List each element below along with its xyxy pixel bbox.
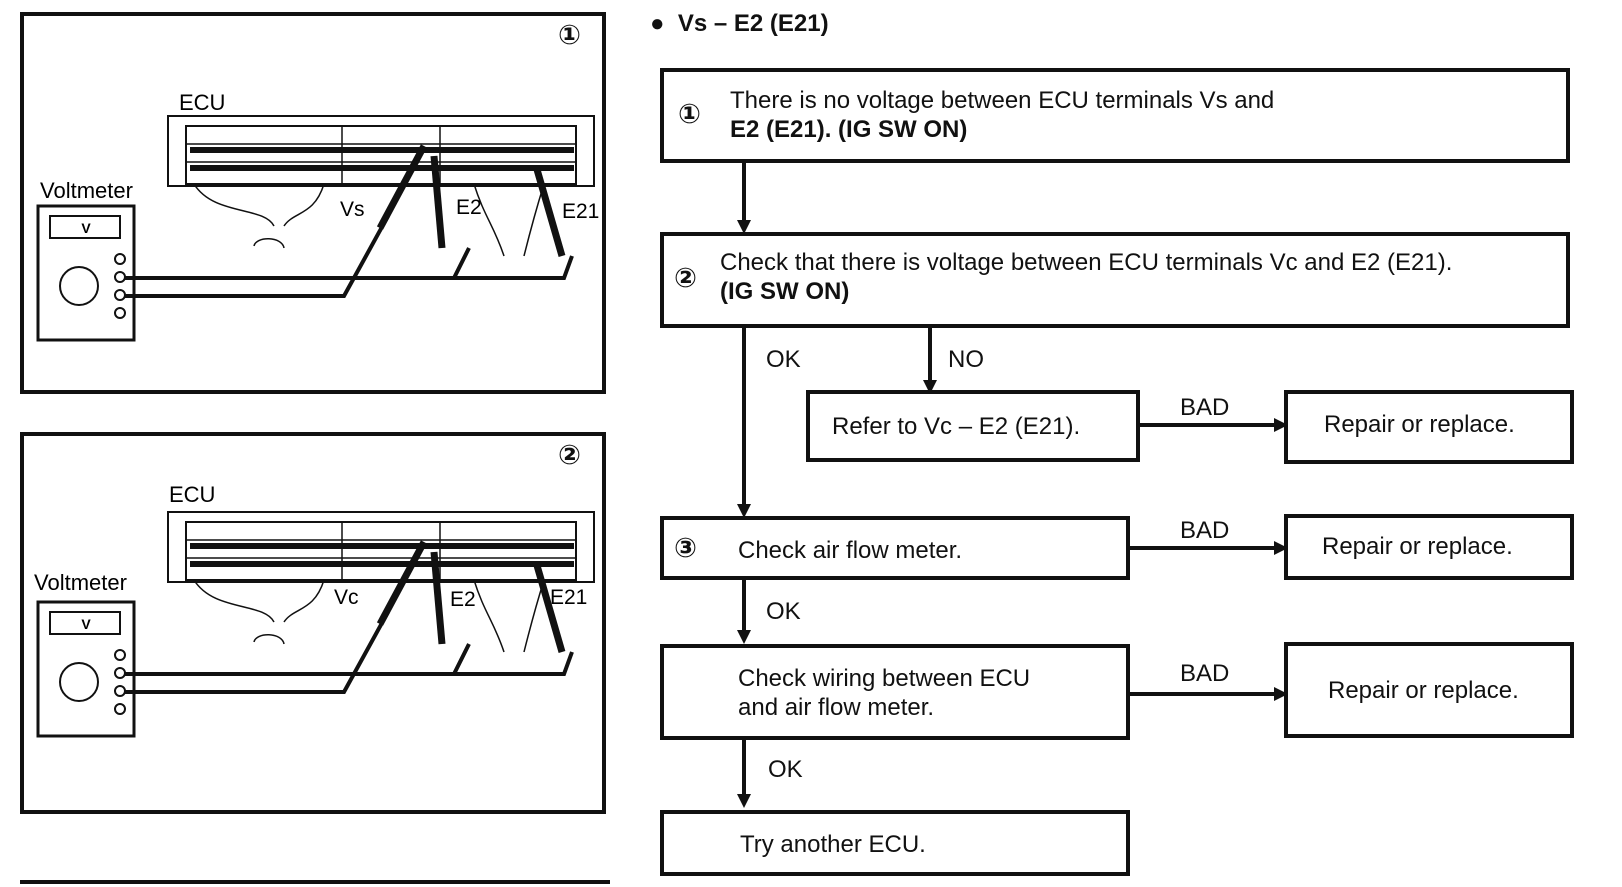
step-1-number: ① bbox=[678, 99, 701, 130]
connector-refer-bad bbox=[1140, 423, 1280, 427]
wiring-line1: Check wiring between ECU bbox=[738, 665, 1031, 692]
repair-text-3: Repair or replace. bbox=[1328, 677, 1519, 704]
figure-2-number: ② bbox=[558, 440, 581, 471]
step-1-box: ① There is no voltage between ECU termin… bbox=[660, 68, 1570, 163]
repair-text-1: Repair or replace. bbox=[1324, 411, 1515, 438]
connector-3-wiring bbox=[742, 580, 746, 636]
figure-2-meter-unit: V bbox=[81, 616, 91, 632]
step-3-box: ③ Check air flow meter. bbox=[660, 516, 1130, 580]
refer-box: Refer to Vc – E2 (E21). bbox=[806, 390, 1140, 462]
ok-label-2: OK bbox=[766, 346, 801, 373]
arrow-wiring-ecu bbox=[737, 794, 751, 808]
bad-label-2: BAD bbox=[1180, 517, 1230, 544]
figure-2-ecu-label: ECU bbox=[169, 482, 215, 507]
figure-2-terminal-3: E21 bbox=[550, 586, 587, 609]
connector-wiring-bad bbox=[1130, 692, 1280, 696]
ok-label-3: OK bbox=[766, 598, 801, 625]
wiring-box: Check wiring between ECU and air flow me… bbox=[660, 644, 1130, 740]
figure-1-terminal-2: E2 bbox=[456, 196, 482, 219]
step-2-line2: (IG SW ON) bbox=[720, 278, 850, 305]
figure-1-ecu-label: ECU bbox=[179, 90, 225, 115]
figure-1-number: ① bbox=[558, 20, 581, 51]
arrow-2-3 bbox=[737, 504, 751, 518]
bad-label-3: BAD bbox=[1180, 660, 1230, 687]
step-2-box: ② Check that there is voltage between EC… bbox=[660, 232, 1570, 328]
ok-label-4: OK bbox=[768, 756, 803, 783]
figure-2-terminal-1: Vc bbox=[334, 586, 359, 609]
bad-label-1: BAD bbox=[1180, 394, 1230, 421]
connector-wiring-ecu bbox=[742, 740, 746, 800]
wiring-line2: and air flow meter. bbox=[738, 694, 935, 721]
try-ecu-box: Try another ECU. bbox=[660, 810, 1130, 876]
connector-3-bad bbox=[1130, 546, 1280, 550]
repair-box-2: Repair or replace. bbox=[1284, 514, 1574, 580]
figure-1-voltmeter-label: Voltmeter bbox=[40, 178, 133, 203]
figure-2-illustration: V ECU Voltmeter Vc E2 E21 bbox=[34, 482, 595, 738]
bottom-panel-edge bbox=[20, 880, 610, 884]
figure-2-terminal-2: E2 bbox=[450, 588, 476, 611]
figure-1-meter-unit: V bbox=[81, 220, 91, 236]
repair-box-1: Repair or replace. bbox=[1284, 390, 1574, 464]
figure-1-terminal-3: E21 bbox=[562, 200, 599, 223]
title-text: Vs – E2 (E21) bbox=[677, 10, 829, 37]
section-title: ● Vs – E2 (E21) bbox=[650, 10, 829, 38]
no-label: NO bbox=[948, 346, 984, 373]
arrow-3-wiring bbox=[737, 630, 751, 644]
title-bullet: ● bbox=[650, 10, 665, 37]
figure-2-voltmeter-label: Voltmeter bbox=[34, 570, 127, 595]
arrow-1-2 bbox=[737, 220, 751, 234]
step-2-line1: Check that there is voltage between ECU … bbox=[720, 249, 1453, 276]
figure-1-terminal-1: Vs bbox=[340, 198, 365, 221]
repair-text-2: Repair or replace. bbox=[1322, 533, 1513, 560]
figure-1-panel: ① V bbox=[20, 12, 606, 394]
connector-2-3 bbox=[742, 328, 746, 510]
step-3-text: Check air flow meter. bbox=[738, 537, 963, 564]
step-1-line1: There is no voltage between ECU terminal… bbox=[730, 87, 1275, 114]
refer-text: Refer to Vc – E2 (E21). bbox=[832, 413, 1081, 440]
step-3-number: ③ bbox=[674, 533, 697, 564]
connector-no bbox=[928, 328, 932, 384]
try-ecu-text: Try another ECU. bbox=[740, 831, 926, 858]
step-2-number: ② bbox=[674, 263, 697, 294]
repair-box-3: Repair or replace. bbox=[1284, 642, 1574, 738]
figure-2-panel: ② V ECU bbox=[20, 432, 606, 814]
step-1-line2: E2 (E21). (IG SW ON) bbox=[730, 116, 968, 143]
figure-1-illustration: V ECU Voltmeter Vs E2 E21 bbox=[36, 90, 599, 342]
connector-1-2 bbox=[742, 163, 746, 225]
